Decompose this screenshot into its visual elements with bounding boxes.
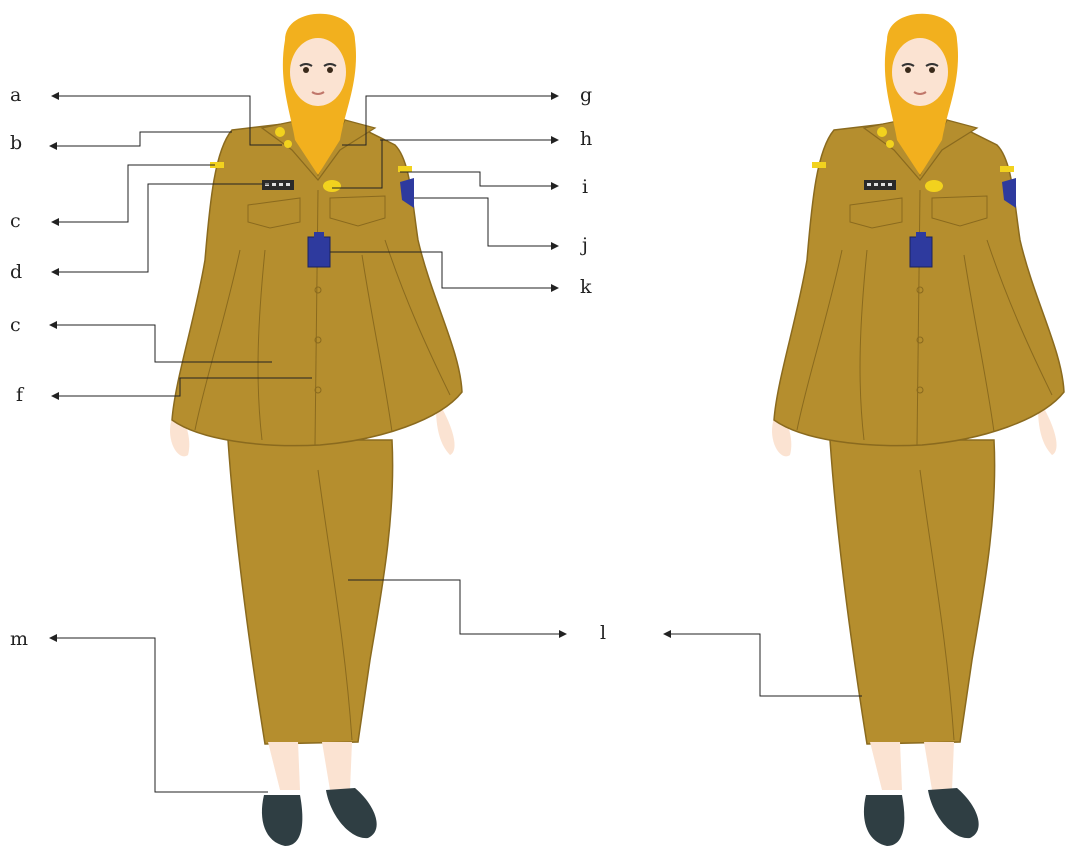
leader-j	[414, 198, 558, 246]
label-d: d	[10, 263, 22, 282]
label-c-second: c	[10, 316, 21, 335]
label-j: j	[582, 236, 588, 255]
leader-i	[400, 172, 558, 186]
label-k: k	[580, 278, 592, 297]
label-a: a	[10, 86, 21, 105]
figure-front-right	[772, 14, 1064, 846]
label-m: m	[10, 630, 28, 649]
leader-c1	[52, 165, 215, 222]
label-l: l	[600, 624, 606, 643]
label-h: h	[580, 130, 592, 149]
label-g: g	[580, 86, 592, 105]
label-f: f	[16, 386, 23, 405]
label-b: b	[10, 134, 22, 153]
leader-b	[50, 132, 232, 146]
figure-front-left	[170, 14, 462, 846]
leader-m	[50, 638, 268, 792]
label-i: i	[582, 178, 588, 197]
leader-lines	[50, 96, 862, 792]
label-c: c	[10, 212, 21, 231]
leader-l-right	[664, 634, 862, 696]
